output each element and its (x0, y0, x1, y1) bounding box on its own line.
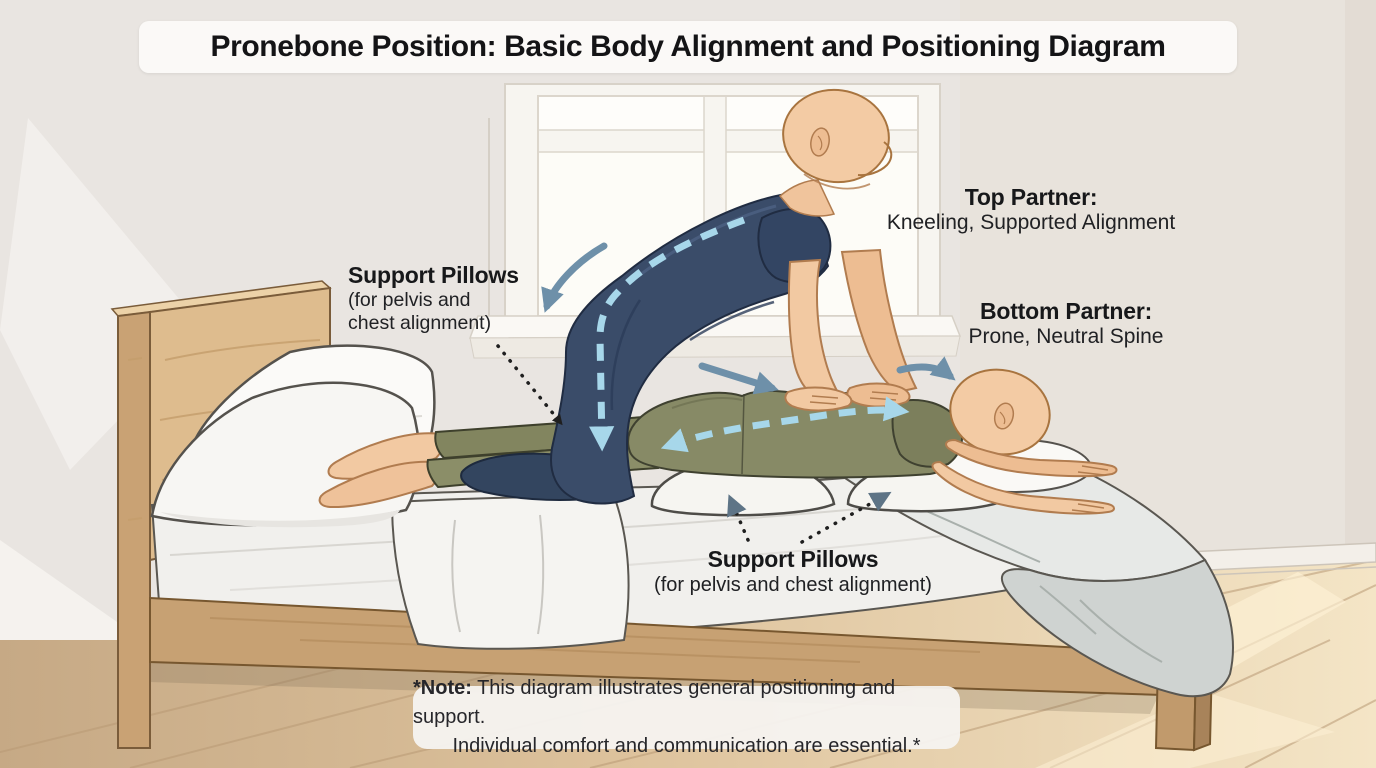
top-partner-heading: Top Partner: (964, 184, 1098, 210)
support-pillows-bottom-label: Support Pillows (for pelvis and chest al… (613, 546, 973, 597)
bottom-partner-label: Bottom Partner: Prone, Neutral Spine (898, 298, 1234, 349)
head-guide-arrow (896, 356, 956, 381)
bottom-partner-heading: Bottom Partner: (979, 298, 1153, 324)
chest-pillow-pointer (800, 491, 892, 544)
back-guide-arrow (698, 362, 779, 395)
alignment-arrows (496, 216, 956, 544)
top-partner-spine-dashed-arrow (589, 216, 746, 452)
bottom-partner-spine-dashed-arrow (660, 396, 910, 453)
top-partner-label: Top Partner: Kneeling, Supported Alignme… (864, 184, 1198, 235)
left-label-pointer (496, 344, 563, 426)
note-box: *Note: This diagram illustrates general … (413, 677, 960, 757)
title-banner: Pronebone Position: Basic Body Alignment… (139, 21, 1237, 73)
note-prefix: *Note: (413, 677, 472, 699)
curved-guide-arrow (541, 242, 608, 313)
support-pillows-left-line2: chest alignment) (348, 312, 492, 334)
support-pillows-bottom-description: (for pelvis and chest alignment) (654, 574, 932, 596)
support-pillows-left-heading: Support Pillows (348, 262, 519, 288)
bottom-partner-description: Prone, Neutral Spine (968, 325, 1164, 348)
note-line-2: Individual comfort and communication are… (452, 735, 921, 757)
support-pillows-left-label: Support Pillows (for pelvis and chest al… (348, 262, 548, 335)
page-title: Pronebone Position: Basic Body Alignment… (210, 30, 1166, 63)
note-text: This diagram illustrates general positio… (413, 677, 896, 728)
note-line-1: *Note: This diagram illustrates general … (413, 674, 960, 732)
support-pillows-left-line1: (for pelvis and (348, 289, 471, 311)
support-pillows-bottom-heading: Support Pillows (707, 546, 879, 572)
top-partner-description: Kneeling, Supported Alignment (886, 211, 1176, 234)
